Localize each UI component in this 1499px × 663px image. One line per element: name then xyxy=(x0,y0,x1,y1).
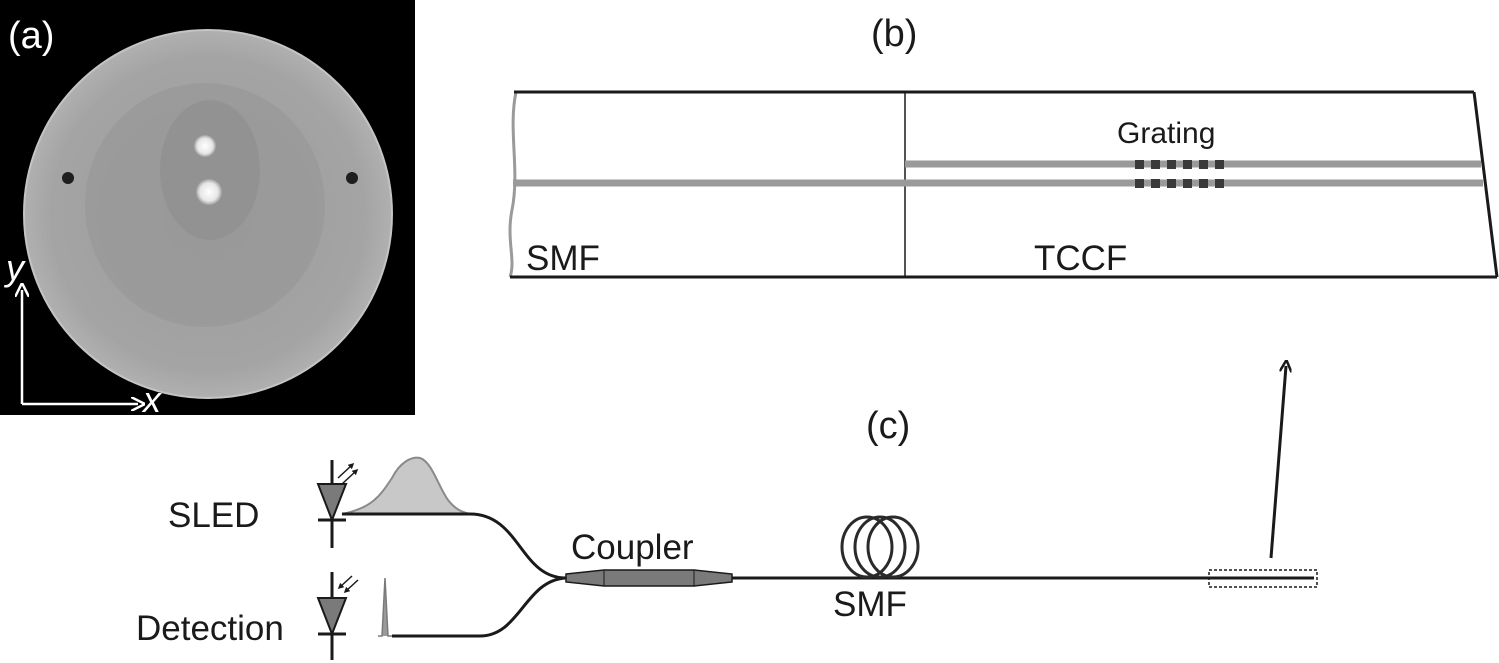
detection-fiber xyxy=(392,576,567,638)
panel-c-label: (c) xyxy=(866,405,910,447)
marker-hole-right xyxy=(346,172,358,184)
panel-a: (a) y x xyxy=(0,0,415,420)
sled-spectrum-shape xyxy=(341,456,471,515)
y-axis-label: y xyxy=(3,247,26,288)
marker-hole-left xyxy=(62,172,74,184)
sensor-region-box xyxy=(1208,569,1318,588)
reflection-peak xyxy=(378,577,392,637)
sled-label: SLED xyxy=(168,496,259,535)
fiber-left-cleave xyxy=(508,91,518,278)
detection-label: Detection xyxy=(136,609,284,648)
smf-label-b: SMF xyxy=(526,239,600,278)
panel-b: (b) Grating SMF TCCF xyxy=(508,13,1499,279)
panel-a-label: (a) xyxy=(8,15,54,57)
grating-marks xyxy=(1135,160,1224,188)
core-1 xyxy=(194,135,216,157)
detector-diode-icon xyxy=(316,572,359,660)
core-surround-region xyxy=(160,100,260,240)
fiber-right-cleave xyxy=(1472,91,1499,278)
coupler-body xyxy=(565,569,733,587)
smf-label-c: SMF xyxy=(833,585,907,624)
x-axis-label: x xyxy=(141,379,163,420)
grating-label: Grating xyxy=(1117,117,1215,150)
tccf-label: TCCF xyxy=(1034,239,1127,278)
zoom-arrow xyxy=(1269,366,1286,559)
panel-b-label: (b) xyxy=(871,13,917,55)
fiber-spool-icon xyxy=(840,515,920,579)
coupler-label: Coupler xyxy=(571,528,694,567)
core-2 xyxy=(196,179,222,205)
sled-diode-icon xyxy=(316,460,359,548)
panel-c: (c) SLED Detection xyxy=(136,366,1318,660)
sled-fiber xyxy=(342,512,567,580)
